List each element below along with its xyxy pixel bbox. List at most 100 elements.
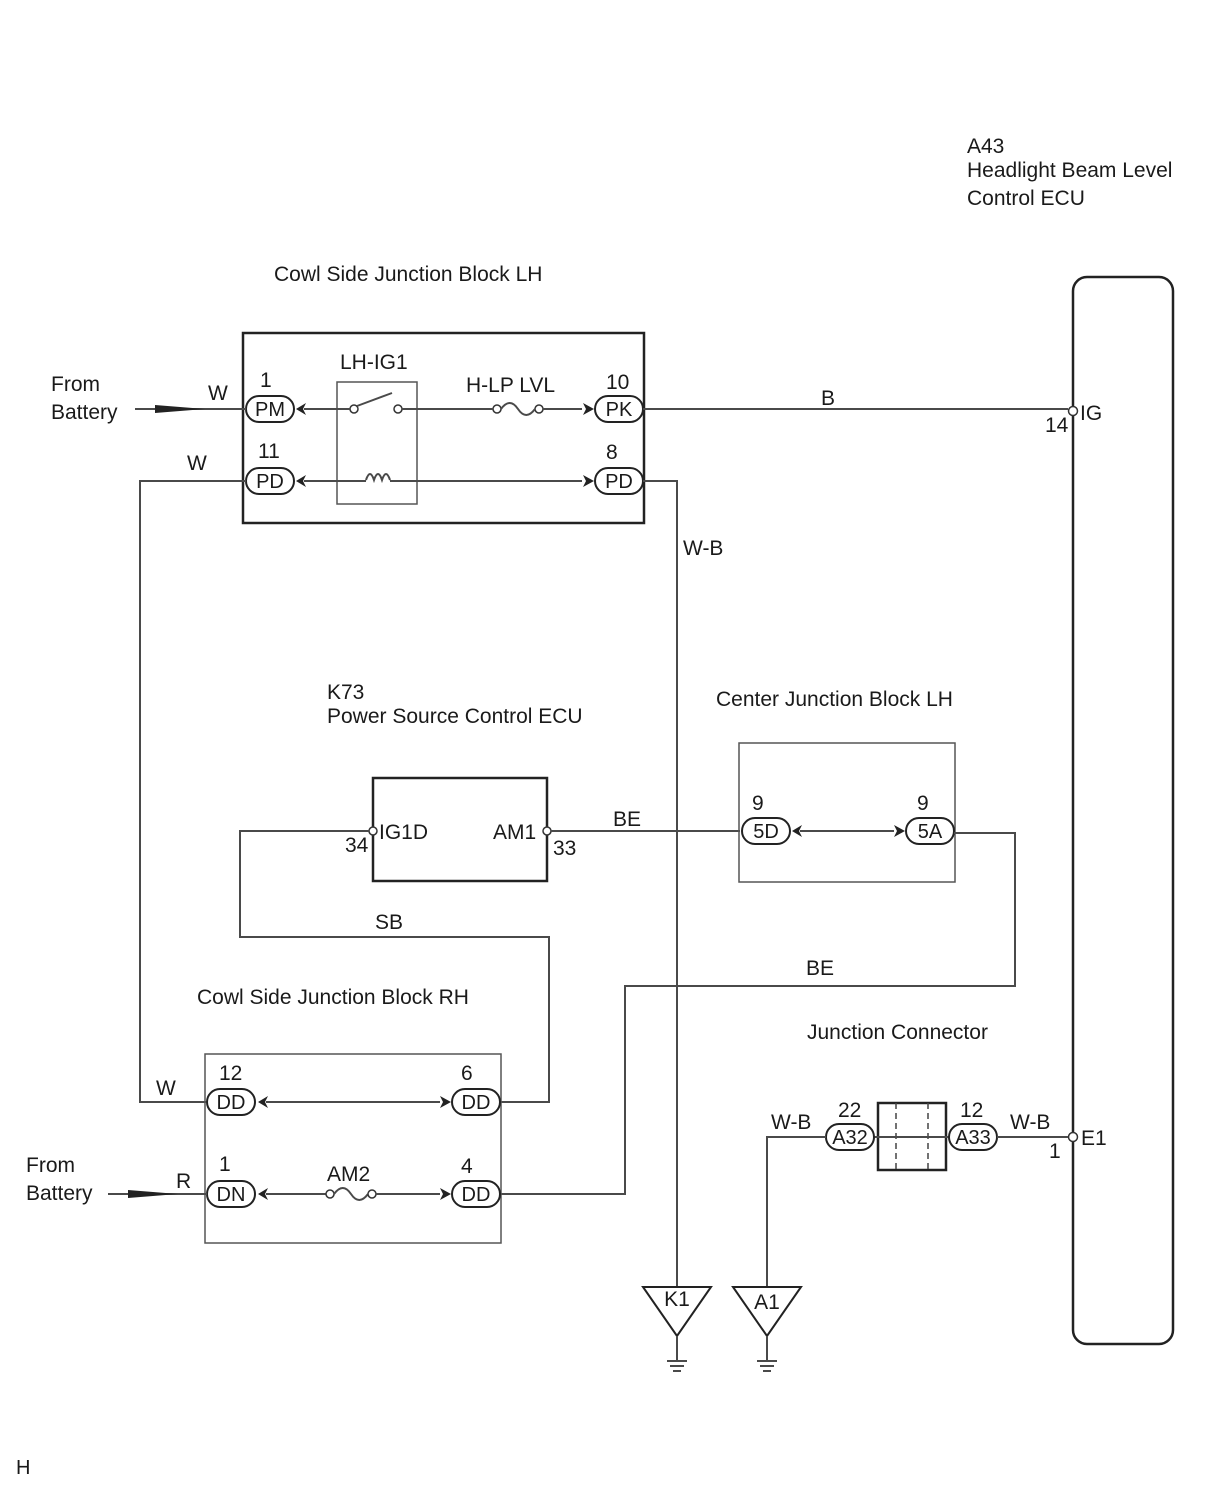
- connector-5a-code: 5A: [918, 821, 943, 843]
- arrow-pk: [583, 403, 594, 415]
- ecu-k73-code: K73: [327, 681, 364, 704]
- connector-dd12-code: DD: [217, 1092, 246, 1114]
- wire-wb-a32-a1: [766, 1136, 826, 1287]
- connector-dd6: [451, 1088, 501, 1116]
- cowl-lh-relay-label: LH-IG1: [340, 351, 408, 374]
- wire-wb-a32-label: W-B: [771, 1111, 811, 1134]
- ground-a1: A1: [731, 1286, 803, 1372]
- ecu-a43-pin-ig-num: 14: [1045, 414, 1069, 437]
- relay-contact-left: [349, 404, 359, 414]
- from-battery-bottom: From Battery R: [26, 1154, 207, 1205]
- arrow-5a: [894, 825, 905, 837]
- connector-dn-code: DN: [217, 1184, 246, 1206]
- connector-5d-num: 9: [752, 792, 764, 815]
- connector-5d-code: 5D: [753, 821, 779, 843]
- connector-dd4-num: 4: [461, 1155, 473, 1178]
- fuse-am2-label: AM2: [327, 1163, 370, 1186]
- ecu-a43-pin-ig: [1067, 405, 1079, 417]
- connector-pd-right-num: 8: [606, 441, 618, 464]
- wire-b-label: B: [821, 387, 835, 410]
- wire-wb-a33-label: W-B: [1010, 1111, 1050, 1134]
- connector-a32-num: 22: [838, 1099, 861, 1122]
- wire-battery-top-color: W: [208, 382, 228, 405]
- connector-pk-num: 10: [606, 371, 629, 394]
- fuse-hlp-left: [492, 404, 502, 414]
- center-jb-title: Center Junction Block LH: [716, 688, 953, 711]
- ecu-a43-name-line1: Headlight Beam Level: [967, 159, 1172, 182]
- ecu-a43: A43 Headlight Beam Level Control ECU IG …: [967, 135, 1175, 1346]
- wire-be-bottom-label: BE: [806, 957, 834, 980]
- wire-wb-label: W-B: [683, 537, 723, 560]
- arrow-dn: [258, 1188, 268, 1200]
- connector-dd12-num: 12: [219, 1062, 242, 1085]
- wire-battery-bottom-color: R: [176, 1170, 191, 1193]
- ecu-a43-pin-ig-name: IG: [1080, 402, 1102, 425]
- fuse-hlp-right: [534, 404, 544, 414]
- fuse-am2-left: [325, 1189, 335, 1199]
- connector-pk-code: PK: [606, 399, 633, 421]
- arrow-5d: [792, 825, 802, 837]
- wire-sb-ig1d-dd: [239, 830, 550, 1103]
- ground-k1-label: K1: [664, 1288, 690, 1311]
- fuse-am2-right: [367, 1189, 377, 1199]
- wire-w-top-label: W: [187, 452, 207, 475]
- junction-connector: Junction Connector A32 22 A33 12: [807, 1021, 998, 1172]
- ecu-k73-pin-ig1d: [368, 826, 378, 836]
- arrow-pd-left: [296, 475, 306, 487]
- page-marker: H: [16, 1457, 30, 1479]
- arrow-battery-bottom: [128, 1190, 178, 1198]
- arrow-dd4: [440, 1188, 451, 1200]
- arrow-dd12: [258, 1096, 268, 1108]
- wire-be-5a-dd: [500, 832, 1016, 1195]
- ecu-k73-name: Power Source Control ECU: [327, 705, 583, 728]
- ecu-k73-pin-am1: [542, 826, 552, 836]
- connector-pd-left-code: PD: [256, 471, 284, 493]
- relay-contact-right: [393, 404, 403, 414]
- connector-a33-num: 12: [960, 1099, 983, 1122]
- arrow-dd6: [440, 1096, 451, 1108]
- connector-dd6-num: 6: [461, 1062, 473, 1085]
- wire-sb-label: SB: [375, 911, 403, 934]
- wire-w-pd-dd: [139, 480, 246, 1103]
- ecu-a43-pin-e1: [1067, 1131, 1079, 1143]
- connector-pm-code: PM: [255, 399, 285, 421]
- ecu-k73-pin-am1-name: AM1: [493, 821, 536, 844]
- connector-a33-code: A33: [955, 1127, 991, 1149]
- cowl-rh-box: [204, 1053, 502, 1244]
- ecu-a43-pin-e1-num: 1: [1049, 1140, 1061, 1163]
- center-jb-box: [738, 742, 956, 883]
- ground-k1: K1: [641, 1286, 713, 1372]
- fuse-hlp-icon: [500, 402, 536, 416]
- ground-a1-triangle: [731, 1286, 803, 1338]
- from-battery-top: From Battery W: [51, 373, 246, 424]
- arrow-pd-right: [583, 475, 594, 487]
- cowl-junction-block-rh: Cowl Side Junction Block RH AM2 DD 12 DD…: [197, 986, 502, 1244]
- arrow-pm: [296, 403, 306, 415]
- ecu-a43-name-line2: Control ECU: [967, 187, 1085, 210]
- arrow-battery-top: [155, 405, 205, 413]
- ecu-k73: K73 Power Source Control ECU IG1D 34 AM1…: [327, 681, 583, 883]
- from-battery-top-line1: From: [51, 373, 100, 396]
- ground-a1-label: A1: [754, 1291, 780, 1314]
- junction-connector-title: Junction Connector: [807, 1021, 988, 1044]
- from-battery-bottom-line2: Battery: [26, 1182, 93, 1205]
- connector-pd-right-code: PD: [605, 471, 633, 493]
- wire-be-top-label: BE: [613, 808, 641, 831]
- connector-dd6-code: DD: [462, 1092, 491, 1114]
- ecu-a43-code: A43: [967, 135, 1004, 158]
- connector-5d: [741, 817, 791, 845]
- connector-dd4: [451, 1180, 501, 1208]
- cowl-rh-title: Cowl Side Junction Block RH: [197, 986, 469, 1009]
- wire-w-bottom-label: W: [156, 1077, 176, 1100]
- cowl-lh-fuse-label: H-LP LVL: [466, 374, 555, 397]
- relay-coil-icon: [365, 473, 391, 484]
- cowl-lh-title: Cowl Side Junction Block LH: [274, 263, 542, 286]
- ecu-k73-pin-ig1d-num: 34: [345, 834, 369, 857]
- connector-pd-left-num: 11: [258, 440, 280, 463]
- connector-a32-code: A32: [832, 1127, 868, 1149]
- fuse-am2-icon: [333, 1187, 369, 1201]
- connector-pm-num: 1: [260, 369, 272, 392]
- ecu-a43-body: [1071, 275, 1175, 1346]
- connector-dd4-code: DD: [462, 1184, 491, 1206]
